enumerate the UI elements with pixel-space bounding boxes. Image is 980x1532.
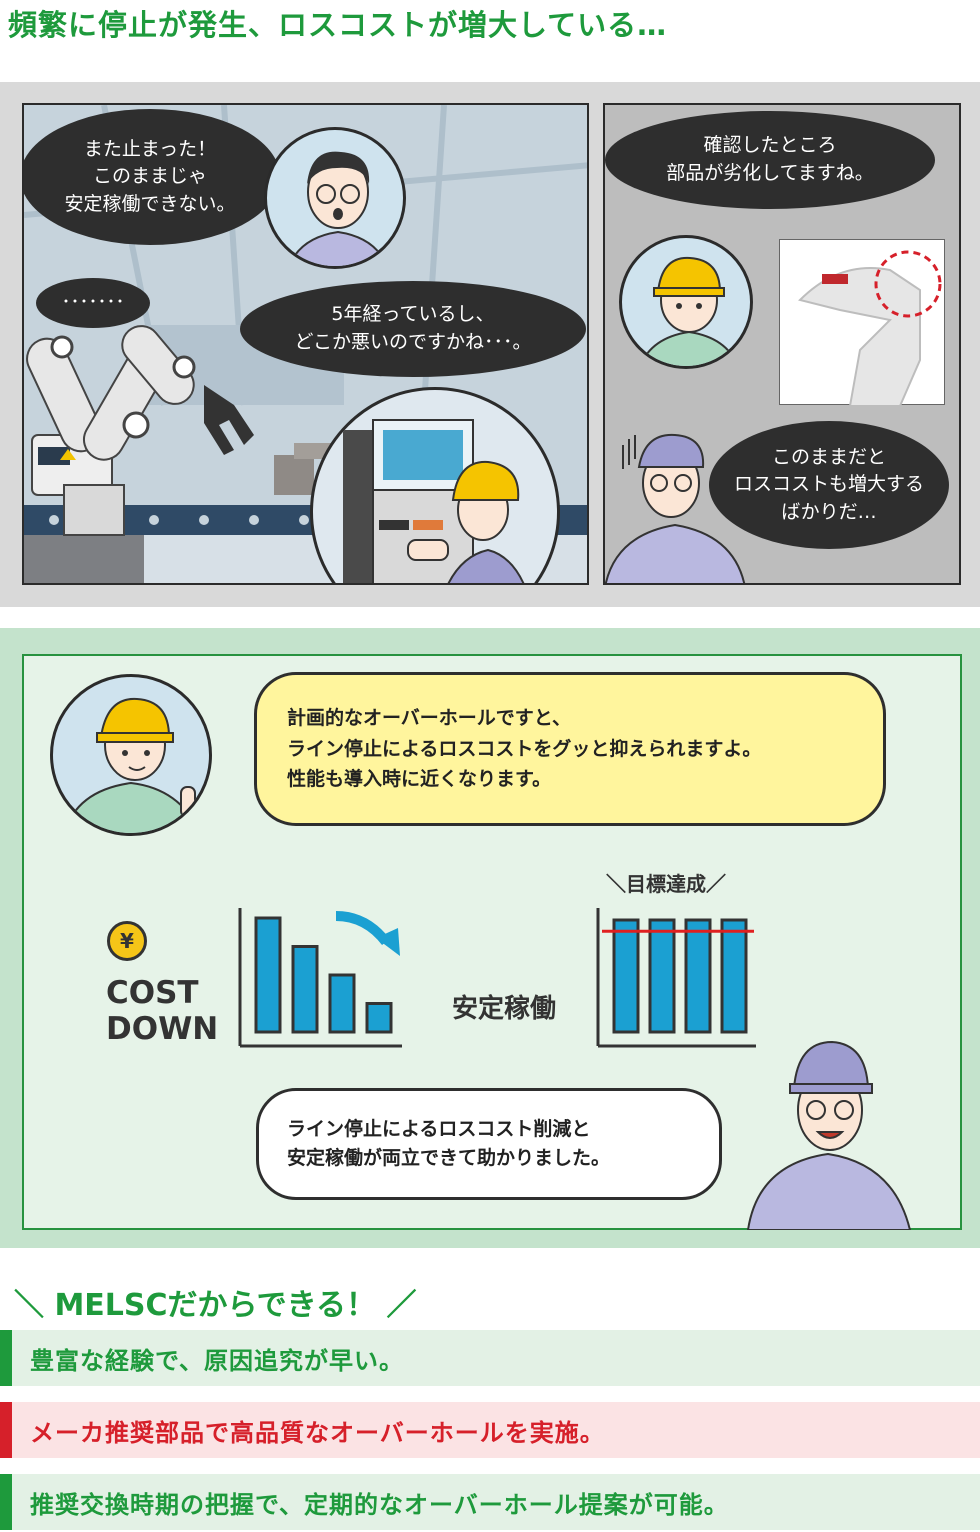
manager-worried-bubble: このままだと ロスコストも増大する ばかりだ…: [709, 421, 949, 549]
point-accent-bar: [0, 1474, 12, 1530]
chart-bar: [684, 918, 712, 1034]
thinking-manager-icon: [605, 433, 746, 583]
chart-bar: [291, 945, 319, 1034]
robot-photo: [779, 239, 945, 407]
point-item-1: 豊富な経験で、原因追究が早い。: [0, 1330, 980, 1386]
operator-speech-bubble: 5年経っているし、 どこか悪いのですかね･･･。: [240, 281, 586, 377]
cost-down-label: COST DOWN: [106, 975, 219, 1047]
defect-highlight-circle: [874, 250, 942, 318]
point-accent-bar: [0, 1330, 12, 1386]
manager-thanks-bubble: ライン停止によるロスコスト削減と 安定稼働が両立できて助かりました。: [256, 1088, 722, 1200]
engineer-face-icon: [639, 256, 739, 366]
dots-speech-bubble: ･･･････: [36, 278, 150, 328]
factory-scene-panel: また止まった！ このままじゃ 安定稼働できない。 ･･･････ 5年経っている…: [22, 103, 589, 585]
point-text: 推奨交換時期の把握で、定期的なオーバーホール提案が可能。: [30, 1490, 729, 1519]
engineer-advice-bubble: 計画的なオーバーホールですと、 ライン停止によるロスコストをグッと抑えられますよ…: [254, 672, 886, 826]
happy-manager-icon: [746, 1040, 912, 1230]
engineer-pointing-icon: [63, 697, 202, 833]
manager-face-icon: [288, 151, 388, 266]
point-item-3: 推奨交換時期の把握で、定期的なオーバーホール提案が可能。: [0, 1474, 980, 1530]
chart-bar: [720, 918, 748, 1034]
point-text: 豊富な経験で、原因追究が早い。: [30, 1346, 405, 1375]
chart-bar: [648, 918, 676, 1034]
point-accent-bar: [0, 1402, 12, 1458]
target-achieved-label: ＼目標達成／: [606, 872, 726, 896]
chart-bar: [254, 916, 282, 1034]
point-item-2: メーカ推奨部品で高品質なオーバーホールを実施。: [0, 1402, 980, 1458]
melsc-heading: ＼ MELSCだからできる！ ／: [14, 1288, 417, 1323]
operator-at-panel-icon: [343, 419, 525, 583]
engineer-avatar: [619, 235, 753, 369]
robot-arm-icon: [24, 325, 254, 583]
manager-speech-bubble: また止まった！ このままじゃ 安定稼働できない。: [24, 109, 280, 245]
engineer-speech-bubble: 確認したところ 部品が劣化してますね。: [605, 111, 935, 209]
chart-bar: [328, 973, 356, 1034]
chart-bar: [365, 1002, 393, 1034]
page-title: 頻繁に停止が発生、ロスコストが増大している…: [8, 8, 668, 42]
inspection-scene-panel: 確認したところ 部品が劣化してますね。 このままだと ロスコストも増大する ばか…: [603, 103, 961, 585]
stable-operation-label: 安定稼働: [452, 994, 557, 1024]
engineer-pointing-avatar: [50, 674, 212, 836]
worried-manager-avatar: [264, 127, 406, 269]
yen-coin-icon: ¥: [107, 921, 147, 961]
stable-operation-chart: [596, 908, 756, 1048]
chart-bar: [612, 918, 640, 1034]
point-text: メーカ推奨部品で高品質なオーバーホールを実施。: [30, 1418, 605, 1447]
cost-down-chart: [238, 908, 402, 1048]
robot-photo-icon: [798, 250, 942, 407]
